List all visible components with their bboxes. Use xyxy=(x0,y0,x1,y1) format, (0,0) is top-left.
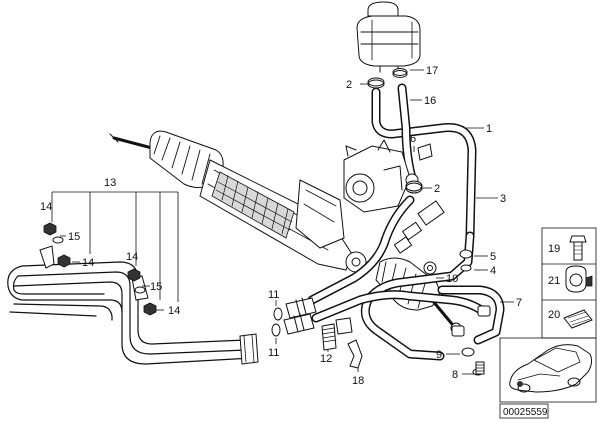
callout-10: 10 xyxy=(446,273,458,285)
inset-parts-panel: 19 21 20 xyxy=(541,227,597,339)
callout-14: 14 xyxy=(168,305,180,317)
nuts-and-washers xyxy=(43,222,157,316)
oil-cooler-loop xyxy=(7,261,259,365)
callout-9: 9 xyxy=(436,349,442,361)
callout-4: 4 xyxy=(490,265,496,277)
diagram-id-box: 00025559 xyxy=(499,403,549,419)
callout-16: 16 xyxy=(424,95,436,107)
hose-fittings-right xyxy=(451,249,491,376)
fluid-reservoir xyxy=(356,1,421,73)
small-fittings xyxy=(405,143,433,194)
callout-15: 15 xyxy=(150,281,162,293)
callout-3: 3 xyxy=(500,193,506,205)
callout-21: 21 xyxy=(548,275,560,287)
callout-2: 2 xyxy=(434,183,440,195)
vehicle-location-inset xyxy=(499,337,597,403)
callout-15: 15 xyxy=(68,231,80,243)
pad-20 xyxy=(563,309,593,329)
leader-lines xyxy=(51,69,514,375)
callout-13: 13 xyxy=(104,177,116,189)
callout-labels: 1 2 2 3 4 5 6 7 8 9 10 11 11 12 13 14 14… xyxy=(40,65,522,387)
callout-8: 8 xyxy=(452,369,458,381)
callout-7: 7 xyxy=(516,297,522,309)
callout-5: 5 xyxy=(490,251,496,263)
callout-14: 14 xyxy=(126,251,138,263)
callout-14: 14 xyxy=(40,201,52,213)
bolt-19 xyxy=(569,235,587,261)
callout-14: 14 xyxy=(82,257,94,269)
callout-1: 1 xyxy=(486,123,492,135)
callout-6: 6 xyxy=(410,133,416,145)
pressure-hose xyxy=(307,195,505,361)
callout-11: 11 xyxy=(268,347,279,359)
callout-18: 18 xyxy=(352,375,364,387)
clip-21 xyxy=(565,265,593,293)
diagram-id: 00025559 xyxy=(503,407,548,418)
hose-clamp-top xyxy=(367,68,408,89)
callout-12: 12 xyxy=(320,353,332,365)
hose-connectors-center xyxy=(271,297,363,369)
callout-20: 20 xyxy=(548,309,560,321)
steering-pump xyxy=(343,139,432,213)
callout-19: 19 xyxy=(548,243,560,255)
callout-17: 17 xyxy=(426,65,438,77)
suction-hose xyxy=(371,83,477,241)
callout-11: 11 xyxy=(268,289,279,301)
callout-2: 2 xyxy=(346,79,352,91)
